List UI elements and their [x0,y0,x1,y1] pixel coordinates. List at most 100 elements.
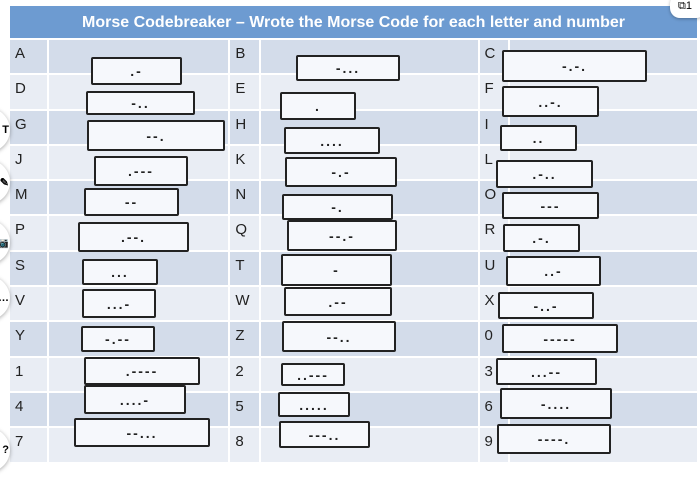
morse-code: -. [331,199,344,215]
letter-label: L [484,150,493,168]
text-icon: T [2,124,9,136]
answer-box-n[interactable]: -. [282,194,393,220]
letter-label: V [15,292,26,310]
more-tools-button[interactable]: … [0,276,10,320]
answer-box-p[interactable]: .--. [78,222,189,252]
answer-box-0[interactable]: ----- [502,324,618,353]
pages-button[interactable]: ⧉1 [670,0,700,18]
pen-tool-button[interactable]: ✎ [0,160,10,204]
morse-code: .-.. [532,166,557,182]
answer-box-c[interactable]: -.-. [502,50,647,82]
letter-label: R [484,221,496,239]
letter-label: Q [235,221,248,239]
morse-code: ..... [299,396,329,413]
letter-label: C [484,45,496,62]
morse-code: .. [532,130,545,146]
morse-code: --- [540,197,561,214]
letter-label: 0 [484,327,493,345]
morse-code: .--- [128,163,154,179]
letter-label: T [235,256,245,274]
answer-box-o[interactable]: --- [502,192,599,219]
answer-box-x[interactable]: -..- [498,292,594,319]
morse-code: ... [111,264,129,280]
morse-code: --... [126,424,158,441]
answer-box-a[interactable]: .- [91,57,182,85]
worksheet-title: Morse Codebreaker – Wrote the Morse Code… [10,6,697,38]
camera-tool-button[interactable]: 📷 [0,220,10,264]
answer-box-3[interactable]: ...-- [496,358,597,385]
answer-box-i[interactable]: .. [500,125,577,151]
answer-box-1[interactable]: .---- [84,357,200,385]
answer-box-b[interactable]: -... [296,55,400,81]
letter-label: 7 [15,433,24,451]
help-button[interactable]: ? [0,428,10,472]
morse-code: --.- [329,227,355,244]
answer-box-t[interactable]: - [281,254,392,286]
text-tool-button[interactable]: T [0,108,10,152]
morse-code: .-- [328,293,348,310]
answer-box-e[interactable]: . [280,92,356,120]
answer-box-7[interactable]: --... [74,418,210,447]
morse-code: .---- [125,363,159,379]
answer-box-g[interactable]: --. [87,120,225,151]
letter-label: 2 [235,362,244,380]
morse-code: --. [146,127,166,144]
morse-code: .-. [532,230,551,246]
letter-label: W [235,292,250,310]
letter-label: S [15,256,26,274]
answer-box-s[interactable]: ... [82,259,158,285]
morse-code: ----. [537,431,571,447]
morse-code: .... [320,132,344,149]
answer-box-j[interactable]: .--- [94,156,188,186]
morse-code: --.. [326,328,352,345]
letter-label: B [235,45,246,62]
letter-label: K [235,150,246,168]
letter-label: F [484,80,494,98]
answer-box-q[interactable]: --.- [287,220,397,251]
more-icon: … [0,292,9,304]
answer-box-w[interactable]: .-- [284,287,392,316]
letter-label: 9 [484,433,493,451]
morse-code: -..- [533,297,559,314]
answer-box-f[interactable]: ..-. [502,86,599,117]
answer-box-v[interactable]: ...- [82,289,156,318]
answer-box-d[interactable]: -.. [86,91,195,115]
answer-box-m[interactable]: -- [84,188,179,216]
letter-label: I [484,115,489,133]
answer-box-2[interactable]: ..--- [281,363,345,386]
letter-label: 1 [15,362,24,380]
letter-label: U [484,256,496,274]
morse-code: -.... [540,395,572,412]
letter-label: 4 [15,397,24,415]
letter-label: H [235,115,247,133]
letter-label: P [15,221,26,239]
answer-box-y[interactable]: -.-- [81,326,155,352]
answer-box-8[interactable]: ---.. [279,421,370,448]
morse-code: . [315,98,321,114]
camera-icon: 📷 [0,236,9,249]
morse-code: ---.. [308,426,341,443]
answer-box-4[interactable]: ....- [84,385,186,414]
morse-code: ....- [119,391,151,408]
morse-code: - [333,262,340,278]
letter-label: D [15,80,26,98]
answer-box-9[interactable]: ----. [497,424,611,454]
pen-icon: ✎ [0,176,9,189]
morse-code: ----- [543,330,577,347]
answer-box-z[interactable]: --.. [282,321,396,352]
answer-box-k[interactable]: -.- [285,157,397,187]
page-count: 1 [685,0,692,12]
answer-box-l[interactable]: .-.. [496,160,593,188]
letter-label: M [15,186,28,204]
answer-box-u[interactable]: ..- [506,256,601,286]
morse-code: -.-- [105,331,131,347]
letter-label: J [15,150,23,168]
answer-box-h[interactable]: .... [284,127,380,154]
morse-code: ...-- [531,363,562,380]
answer-box-6[interactable]: -.... [500,388,612,419]
answer-box-r[interactable]: .-. [503,224,580,252]
answer-box-5[interactable]: ..... [278,392,350,417]
morse-code: .- [130,63,143,79]
letter-label: 6 [484,397,493,415]
morse-code: -- [124,194,139,210]
